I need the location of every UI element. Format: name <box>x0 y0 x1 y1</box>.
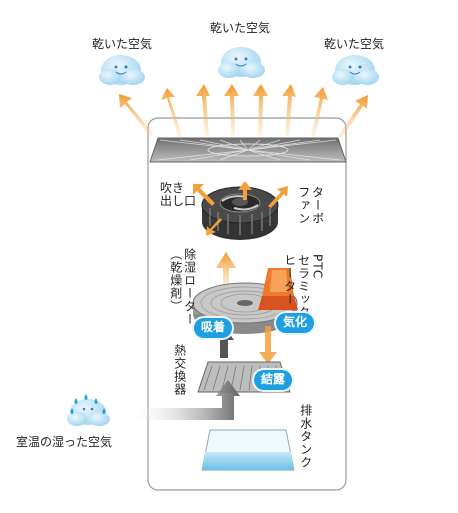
vaporization-badge: 気化 <box>276 313 315 333</box>
turbo-fan <box>201 186 279 240</box>
turbo-fan-label: ターボ ファン <box>296 186 325 225</box>
condensation-badge: 結露 <box>254 370 293 390</box>
heat-exchanger-label: 熱交換器 <box>172 344 187 396</box>
dry-air-label-center: 乾いた空気 <box>210 21 271 35</box>
housing-outline <box>147 117 347 491</box>
dry-air-out-arrows <box>119 84 368 138</box>
outlet-label: 吹き 出し口 <box>160 181 197 209</box>
cloud-icon <box>332 55 379 85</box>
warm-air-up-arrow <box>216 252 236 290</box>
fan-airflow-arrows <box>193 181 288 236</box>
desiccant-rotor-label: 除湿ローター （乾燥剤） <box>168 248 197 326</box>
room-air-in-arrow <box>132 380 240 420</box>
humid-air-down-arrow <box>259 326 277 364</box>
drain-tank <box>201 429 295 471</box>
room-humid-air-label: 室温の湿った空気 <box>16 435 113 449</box>
ptc-heater <box>258 268 298 310</box>
cloud-icon <box>99 55 145 85</box>
top-grille-panel <box>149 137 347 163</box>
drain-tank-label: 排水タンク <box>298 404 313 469</box>
cloud-icon <box>218 47 265 78</box>
dry-air-label-left: 乾いた空気 <box>92 37 153 51</box>
humid-air-cloud-icon <box>67 394 110 426</box>
dry-air-label-right: 乾いた空気 <box>324 37 385 51</box>
ptc-heater-label: PTC セラミック ヒーター <box>282 254 325 319</box>
adsorption-badge: 吸着 <box>194 318 233 338</box>
